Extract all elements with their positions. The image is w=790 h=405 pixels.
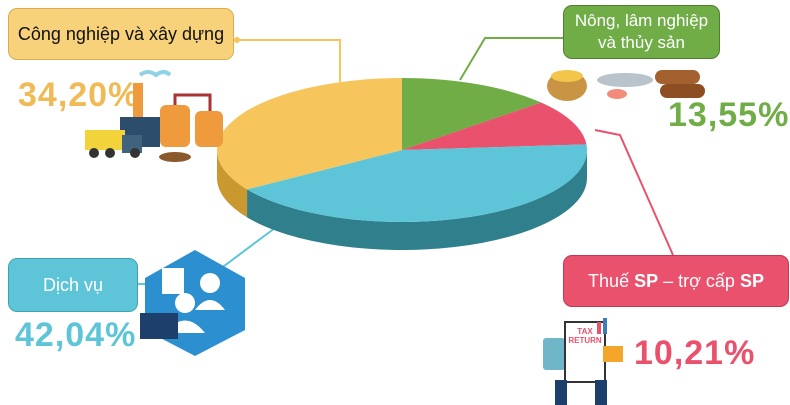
value-industry: 34,20% bbox=[18, 76, 140, 114]
connector-agri bbox=[459, 37, 563, 81]
call-center-icon bbox=[140, 250, 245, 356]
value-tax: 10,21% bbox=[634, 334, 756, 372]
pie-slice-3 bbox=[217, 78, 402, 190]
connector-tax bbox=[594, 129, 674, 256]
pie-side-3 bbox=[217, 150, 248, 218]
label-tax-part3: – trợ cấp bbox=[658, 271, 740, 291]
tax-return-icon: TAX RETURN bbox=[543, 318, 623, 405]
label-box-industry: Công nghiệp và xây dựng bbox=[8, 8, 234, 60]
pie-side-2 bbox=[247, 150, 587, 251]
grain-fish-wood-icon bbox=[547, 70, 705, 101]
factory-truck-icon bbox=[85, 70, 223, 162]
pie-slice-2 bbox=[247, 144, 587, 223]
label-agriculture-line1: Nông, lâm nghiệp bbox=[574, 11, 709, 30]
label-box-tax: Thuế SP – trợ cấp SP bbox=[563, 255, 789, 307]
connector-industry bbox=[237, 39, 341, 82]
connector-dot-industry bbox=[234, 37, 240, 43]
label-agriculture: Nông, lâm nghiệp và thủy sản bbox=[575, 10, 708, 54]
label-tax: Thuế SP – trợ cấp SP bbox=[588, 270, 764, 292]
pie-slice-1 bbox=[402, 102, 587, 150]
label-tax-part2: SP bbox=[634, 271, 659, 291]
label-box-services: Dịch vụ bbox=[8, 258, 138, 312]
label-services: Dịch vụ bbox=[42, 275, 104, 295]
value-agriculture: 13,55% bbox=[668, 96, 790, 134]
tax-text-1: TAX bbox=[577, 327, 593, 336]
label-industry: Công nghiệp và xây dựng bbox=[17, 24, 225, 44]
label-tax-part1: Thuế bbox=[588, 271, 635, 291]
pie-slice-0 bbox=[402, 78, 542, 150]
label-agriculture-line2: và thủy sản bbox=[598, 33, 685, 52]
label-tax-part4: SP bbox=[739, 271, 764, 291]
value-services: 42,04% bbox=[15, 316, 137, 354]
label-box-agriculture: Nông, lâm nghiệp và thủy sản bbox=[563, 5, 720, 59]
tax-text-2: RETURN bbox=[568, 336, 602, 345]
